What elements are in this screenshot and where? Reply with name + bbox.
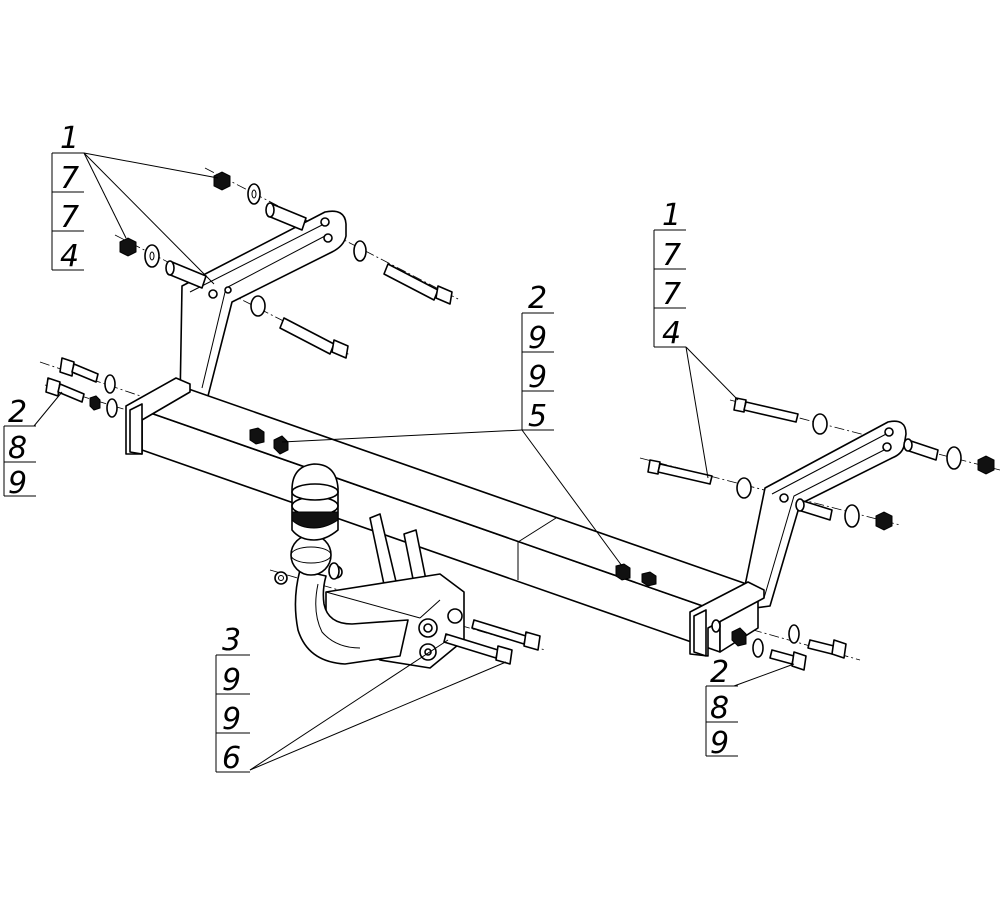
right-end-fasteners: [615, 563, 847, 671]
callout-right-bottom-2: 8: [710, 691, 729, 726]
callout-bottom-left: 3 9 9 6: [215, 623, 250, 776]
tow-ball-hook: [274, 534, 409, 665]
callout-left-3: 9: [8, 466, 27, 501]
crossbeam: [125, 377, 765, 657]
callout-right-bottom: 2 8 9: [705, 655, 738, 761]
right-mounting-bracket: [739, 420, 907, 611]
callout-bottom-left-3: 9: [222, 702, 241, 737]
top-left-fasteners: [119, 171, 453, 359]
left-mounting-bracket: [179, 210, 347, 403]
hook-bracket-fasteners: [328, 562, 541, 665]
callout-top-left-2: 7: [60, 161, 79, 196]
callout-top-left-4: 4: [60, 239, 79, 274]
callout-top-right: 1 7 7 4: [653, 198, 686, 351]
callout-left: 2 8 9: [3, 395, 36, 501]
callout-top-right-3: 7: [662, 277, 681, 312]
callout-bottom-left-4: 6: [222, 741, 241, 776]
callout-top-left: 1 7 7 4: [51, 121, 84, 274]
callout-bottom-left-1: 3: [222, 623, 241, 658]
callout-top-right-2: 7: [662, 238, 681, 273]
callout-bottom-left-2: 9: [222, 663, 241, 698]
callout-center-3: 9: [528, 360, 547, 395]
callout-top-right-4: 4: [662, 316, 681, 351]
left-end-fasteners: [45, 357, 289, 455]
callout-top-right-1: 1: [662, 198, 681, 233]
callout-left-1: 2: [8, 395, 27, 430]
callout-center-4: 5: [528, 399, 547, 434]
callout-center: 2 9 9 5: [521, 281, 554, 434]
callout-top-left-3: 7: [60, 200, 79, 235]
leader-lines: [33, 152, 795, 771]
callout-center-1: 2: [528, 281, 547, 316]
callout-right-bottom-3: 9: [710, 726, 729, 761]
callout-center-2: 9: [528, 321, 547, 356]
callout-right-bottom-1: 2: [710, 655, 729, 690]
right-bracket-fasteners: [647, 397, 995, 531]
callout-left-2: 8: [8, 431, 27, 466]
callout-top-left-1: 1: [60, 121, 79, 156]
ball-cover: [291, 463, 339, 541]
